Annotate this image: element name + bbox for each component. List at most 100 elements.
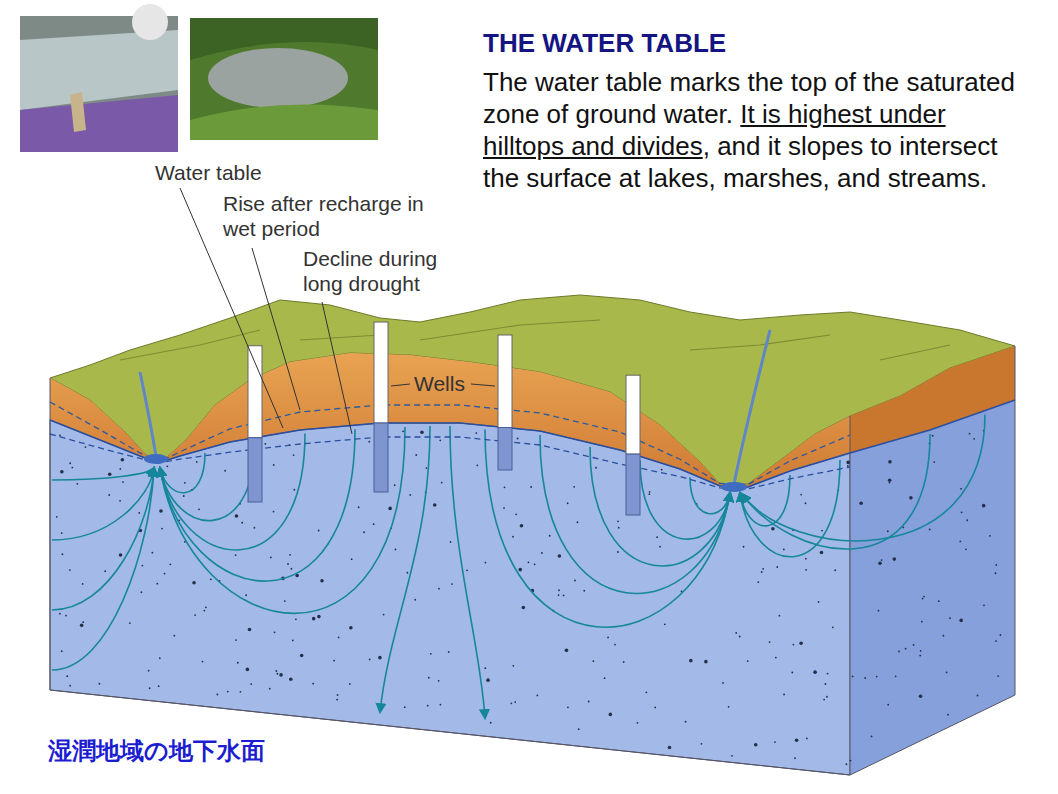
sediment-dot [415, 454, 417, 456]
sediment-dot [237, 662, 239, 664]
sediment-dot [528, 561, 530, 563]
sediment-dot [659, 546, 661, 548]
sediment-dot [728, 706, 730, 708]
sediment-dot [158, 685, 160, 687]
description: The water table marks the top of the sat… [483, 66, 1015, 194]
sediment-dot [995, 564, 997, 566]
sediment-dot [794, 757, 796, 759]
sediment-dot [409, 494, 411, 496]
sediment-dot [887, 704, 889, 706]
flow-line [52, 468, 154, 480]
sediment-dot [312, 683, 314, 685]
sediment-dot [69, 685, 71, 687]
sediment-dot [235, 514, 239, 518]
sediment-dot [184, 482, 186, 484]
sediment-dot [685, 721, 687, 723]
saturated-zone-side [850, 400, 1015, 775]
sediment-dot [156, 583, 158, 585]
sediment-dot [689, 659, 693, 663]
sediment-dot [757, 581, 759, 583]
sediment-dot [604, 677, 606, 679]
flowers [20, 95, 178, 152]
sediment-dot [704, 660, 708, 664]
sediment-dot [269, 688, 271, 690]
sediment-dot [959, 541, 961, 543]
sediment-dot [239, 691, 241, 693]
sediment-dot [388, 507, 392, 511]
sediment-dot [275, 670, 277, 672]
drought-line [50, 434, 850, 489]
sediment-dot [878, 610, 880, 612]
flow-line [742, 434, 930, 549]
sediment-dot [194, 614, 196, 616]
sediment-dot [823, 699, 825, 701]
sediment-dot [959, 619, 963, 623]
sediment-dot [142, 565, 144, 567]
sediment-dot [235, 554, 237, 556]
sediment-dot [909, 496, 913, 500]
sediment-dot [878, 561, 882, 565]
sediment-dot [813, 670, 817, 674]
sediment-dot [273, 511, 275, 513]
sediment-dot [825, 683, 827, 685]
surface-stream [734, 330, 770, 484]
sediment-dot [349, 683, 351, 685]
sediment-dot [246, 668, 250, 672]
leader-line [471, 384, 495, 386]
sediment-dot [510, 702, 512, 704]
sediment-dot [166, 465, 168, 467]
sediment-dot [769, 641, 771, 643]
sediment-dot [846, 461, 850, 465]
sediment-dot [567, 502, 569, 504]
sediment-dot [312, 617, 316, 621]
water-table-line [50, 420, 850, 487]
sediment-dot [441, 482, 443, 484]
sediment-dot [791, 672, 793, 674]
sediment-dot [563, 594, 565, 596]
sediment-dot [966, 519, 968, 521]
sediment-dot [588, 701, 590, 703]
sediment-dot [864, 677, 866, 679]
sediment-dot [369, 658, 371, 660]
saturated-zone [50, 420, 850, 775]
title: THE WATER TABLE [483, 28, 726, 59]
sediment-dot [534, 563, 536, 565]
sediment-dot [140, 591, 142, 593]
sediment-dot [592, 660, 594, 662]
sediment-dot [895, 675, 897, 677]
sediment-dot [490, 722, 492, 724]
sediment-dot [871, 736, 873, 738]
block-edge [50, 346, 1015, 775]
sediment-dot [577, 521, 579, 523]
sediment-dot [805, 569, 807, 571]
sediment-dot [119, 468, 121, 470]
sediment-dot [61, 650, 63, 652]
sediment-dot [919, 655, 921, 657]
sediment-dot [595, 467, 597, 469]
sediment-dot [338, 637, 340, 639]
sediment-dot [859, 502, 863, 506]
photo-river [20, 4, 178, 152]
sediment-dot [946, 672, 948, 674]
stream [144, 454, 168, 464]
sediment-dot [82, 621, 84, 623]
sediment-dot [731, 755, 733, 757]
sediment-dot [820, 551, 824, 555]
sediment-dot [826, 696, 828, 698]
sediment-dot [965, 548, 967, 550]
sediment-dot [438, 588, 440, 590]
person [70, 92, 86, 132]
sediment-dot [618, 527, 620, 529]
sediment-dot [649, 491, 651, 493]
sediment-dot [485, 562, 487, 564]
sediment-dot [119, 500, 121, 502]
sediment-dot [151, 552, 153, 554]
sediment-dot [943, 635, 945, 637]
sediment-dot [148, 670, 150, 672]
sediment-dot [202, 661, 204, 663]
sediment-dot [614, 644, 616, 646]
sediment-dot [161, 528, 163, 530]
sediment-dot [248, 628, 252, 632]
well-casing [374, 322, 388, 423]
sediment-dot [999, 634, 1001, 636]
